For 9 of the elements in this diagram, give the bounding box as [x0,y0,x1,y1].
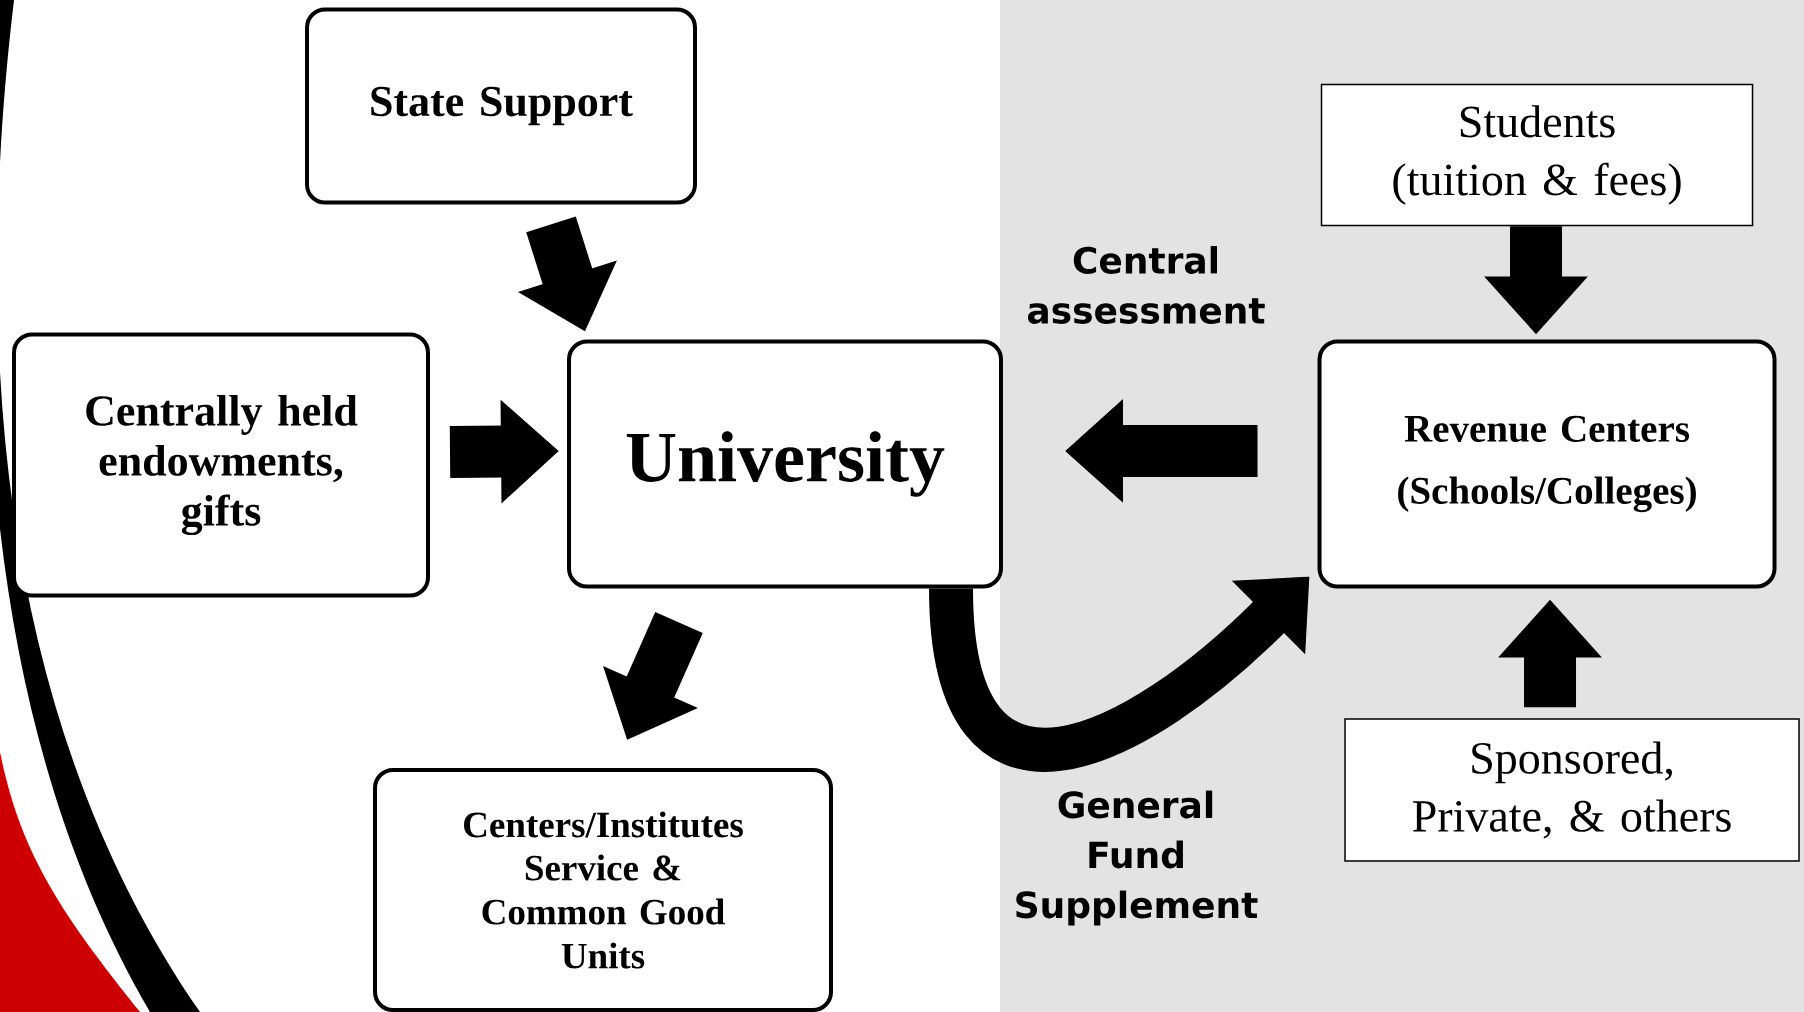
rounded-box: Centrally held endowments, gifts [12,332,430,598]
rounded-box: University [567,339,1003,589]
rounded-box: Revenue Centers (Schools/Colleges) [1317,339,1777,589]
text-box: Students (tuition & fees) [1320,83,1754,227]
rounded-box: Centers/Institutes Service & Common Good Units [373,768,833,1012]
edge-label: General Fund Supplement [1016,790,1258,926]
edge-label: Central assessment [1027,246,1265,324]
rounded-box: State Support [305,7,697,205]
text-box: Sponsored, Private, & others [1344,718,1800,862]
